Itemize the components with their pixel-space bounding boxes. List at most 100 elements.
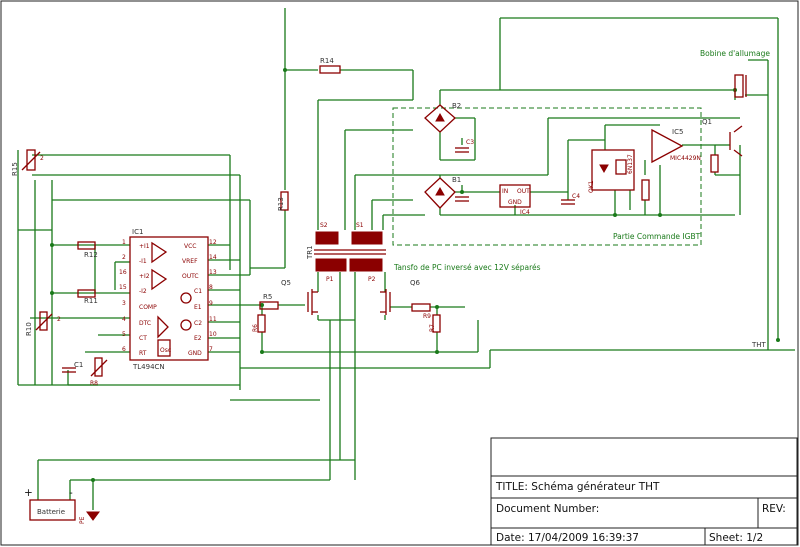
c1-label: C1 <box>74 361 83 369</box>
q5-label: Q5 <box>281 279 291 287</box>
title-block: TITLE: Schéma générateur THT Document Nu… <box>490 437 798 546</box>
ic1-osc: Osc <box>160 347 171 354</box>
sheet-text: Sheet: 1/2 <box>709 532 763 544</box>
igbt-command-box <box>392 107 702 246</box>
transfo-label: Tansfo de PC inversé avec 12V séparés <box>393 263 541 272</box>
ic1-pin-r5: C2 <box>194 320 202 327</box>
ic1-pin-r7: GND <box>188 350 202 357</box>
ok1-part: 6N137 <box>627 154 634 174</box>
ic1-num-r5: 11 <box>209 316 217 323</box>
title-text: TITLE: Schéma générateur THT <box>495 481 660 493</box>
ic1-pin-labels: +I1 -I1 +I2 -I2 COMP DTC CT RT VCC VREF … <box>119 239 217 357</box>
ic1-num-r1: 14 <box>209 254 217 261</box>
ic1-num-l3: 15 <box>119 284 127 291</box>
r9-body <box>411 303 431 312</box>
r8-body <box>94 357 103 377</box>
c4-label: C4 <box>572 193 580 200</box>
transformer: TR1 S2 S1 P1 P2 Tansfo de PC inversé ave… <box>306 222 541 283</box>
r15-label: R15 <box>11 162 19 176</box>
r13-body <box>280 191 289 211</box>
q6-label: Q6 <box>410 279 421 287</box>
b2-body <box>424 104 456 133</box>
r12-body <box>77 241 96 250</box>
ic1-num-l5: 4 <box>122 316 126 323</box>
rev-text: REV: <box>762 503 786 515</box>
resistors: R15 2 R12 R11 R10 2 R8 R13 R14 R5 R6 R9 … <box>11 57 719 387</box>
b1-body <box>424 177 456 209</box>
ic4-pin-in: IN <box>502 188 508 195</box>
r11-body <box>77 289 96 298</box>
ok1-label: OK1 <box>588 180 595 193</box>
ic1-num-l7: 6 <box>122 346 126 353</box>
ic1-pin-l7: RT <box>139 350 147 357</box>
ic1-num-l4: 3 <box>122 300 126 307</box>
tr-p1: P1 <box>326 276 334 283</box>
ground-symbol <box>86 511 100 521</box>
ic1-num-l2: 16 <box>119 269 127 276</box>
ic1-pin-l0: +I1 <box>139 243 150 250</box>
tr-s1: S1 <box>356 222 364 229</box>
wiring <box>17 8 795 510</box>
ic1-num-r6: 10 <box>209 331 217 338</box>
b1-label: B1 <box>452 176 461 184</box>
ic1-pin-r6: E2 <box>194 335 202 342</box>
r5-body <box>259 301 279 310</box>
r5-label: R5 <box>263 293 272 301</box>
c3-label: C3 <box>466 139 474 146</box>
ic4-label: IC4 <box>520 209 530 216</box>
capacitors: C1 C3 C4 <box>62 139 580 373</box>
ic1-num-r2: 13 <box>209 269 217 276</box>
ic1-pin-r4: E1 <box>194 304 202 311</box>
battery-minus: - <box>69 487 73 499</box>
q1-label: Q1 <box>702 118 712 126</box>
ic1-num-r7: 7 <box>209 346 213 353</box>
junctions <box>50 68 780 482</box>
r10-pin: 2 <box>57 316 61 323</box>
date-text: Date: 17/04/2009 16:39:37 <box>496 532 639 544</box>
r8-label: R8 <box>90 380 98 387</box>
r15-body <box>26 149 36 171</box>
ic1-num-l6: 5 <box>122 331 126 338</box>
ic1-pin-l6: CT <box>139 335 147 342</box>
ic1-pin-r3: C1 <box>194 288 202 295</box>
b2-label: B2 <box>452 102 461 110</box>
r-q1-body <box>710 154 719 173</box>
q1: Q1 <box>702 118 743 157</box>
r9-label: R9 <box>423 313 431 320</box>
ic4-pin-gnd: GND <box>508 199 522 206</box>
document-number-text: Document Number: <box>496 503 599 515</box>
r13-label: R13 <box>277 197 285 211</box>
r6-label: R6 <box>252 324 259 332</box>
tht-label: THT <box>751 341 767 349</box>
ic5-part: MIC4429N <box>670 155 701 162</box>
r11-label: R11 <box>84 297 98 305</box>
ignition-coil: Bobine d'allumage THT <box>700 49 770 349</box>
r14-body <box>319 65 341 74</box>
optocoupler: OK1 6N137 <box>588 149 635 193</box>
ic1-num-l0: 1 <box>122 239 126 246</box>
ic1-pin-l1: -I1 <box>139 258 147 265</box>
battery: Batterie + - PE <box>24 487 100 524</box>
ic1-pin-l5: DTC <box>139 320 151 327</box>
ic5-label: IC5 <box>672 128 683 136</box>
ic1-pin-r1: VREF <box>182 258 198 265</box>
r10-label: R10 <box>25 322 33 336</box>
battery-plus: + <box>24 487 33 499</box>
ic4: IN OUT GND IC4 <box>499 184 531 216</box>
bobine-label: Bobine d'allumage <box>700 49 770 58</box>
r7-label: R7 <box>429 324 436 332</box>
r15-pin: 2 <box>40 155 44 162</box>
ic1-part: TL494CN <box>132 363 165 371</box>
ic1-pin-r2: OUTC <box>182 273 199 280</box>
ic1-num-r0: 12 <box>209 239 217 246</box>
ic1: IC1 TL494CN Osc <box>129 228 209 371</box>
r14-label: R14 <box>320 57 334 65</box>
ic1-num-r3: 8 <box>209 284 213 291</box>
ic5: IC5 MIC4429N <box>651 128 701 164</box>
batterie-label: Batterie <box>37 508 65 516</box>
tr-p2: P2 <box>368 276 376 283</box>
bridges: B2 B1 <box>424 102 461 209</box>
ic1-pin-r0: VCC <box>184 243 196 250</box>
